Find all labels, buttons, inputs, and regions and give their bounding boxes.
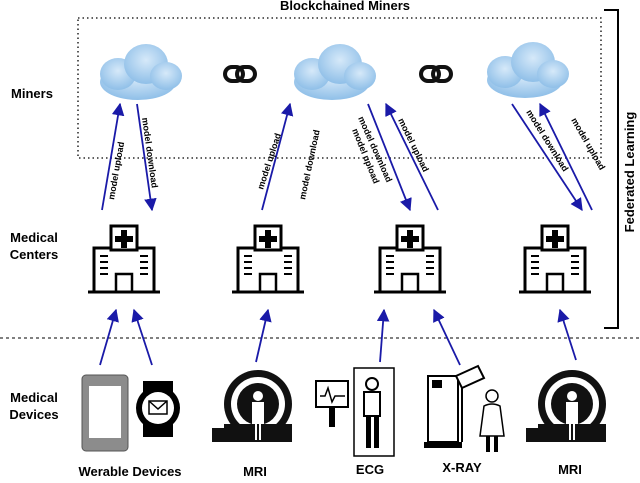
federated-learning-bracket [604, 9, 619, 329]
side-label: Federated Learning [622, 112, 637, 233]
row-label-miners: Miners [11, 86, 53, 101]
device-label-xray: X-RAY [442, 460, 482, 475]
mri-scanner-icon-1 [212, 370, 292, 442]
device-label-mri-1: MRI [243, 464, 267, 478]
smartwatch-icon [136, 381, 180, 437]
chain-link-icon-1 [223, 65, 257, 83]
arrow-label-download-1: model download [140, 117, 160, 189]
cloud-icon-1 [100, 44, 182, 100]
arrow-label-upload-4: model upload [396, 116, 431, 173]
miner-center-arrows [101, 102, 593, 212]
row-label-centers-1: Medical [10, 230, 58, 245]
hospital-icon-2 [230, 224, 306, 294]
row-label-centers-2: Centers [10, 247, 58, 262]
chain-link-icon-2 [419, 65, 453, 83]
device-label-ecg: ECG [356, 462, 384, 477]
miners-region-box [77, 17, 602, 159]
cloud-icon-2 [294, 44, 376, 100]
row-label-devices-2: Devices [9, 407, 58, 422]
diagram-title: Blockchained Miners [280, 0, 410, 13]
hospital-icon-1 [86, 224, 162, 294]
device-center-arrows [99, 308, 577, 366]
ecg-station-icon [315, 367, 395, 457]
phone-icon [81, 374, 129, 452]
arrow-label-download-2: model download [297, 129, 322, 201]
hospital-icon-4 [517, 224, 593, 294]
device-label-wearable: Werable Devices [78, 464, 181, 478]
xray-machine-icon [424, 364, 505, 452]
row-label-devices-1: Medical [10, 390, 58, 405]
hospital-icon-3 [372, 224, 448, 294]
mri-scanner-icon-2 [526, 370, 606, 442]
cloud-icon-3 [487, 42, 569, 98]
device-label-mri-2: MRI [558, 462, 582, 477]
